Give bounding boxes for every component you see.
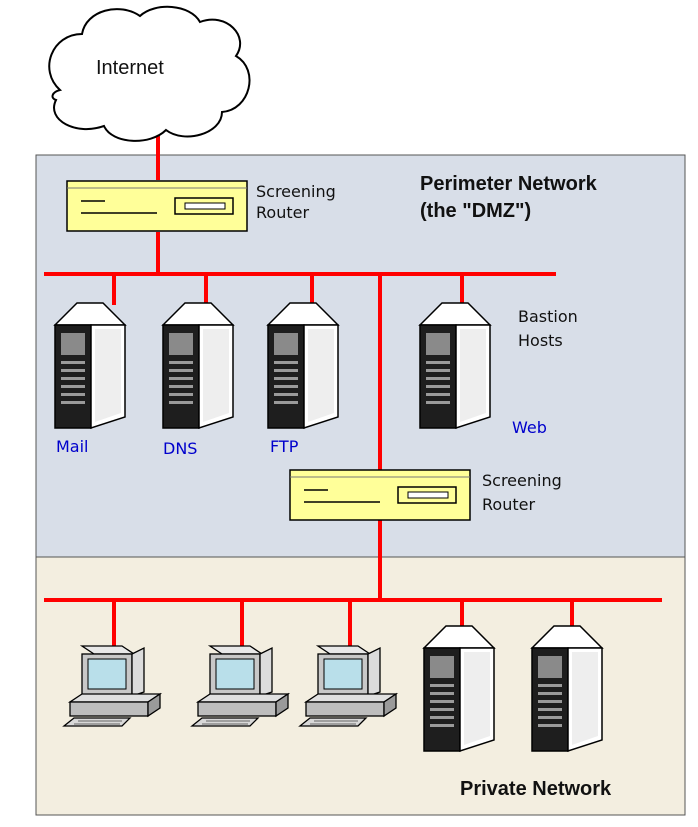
outer-screening-router	[66, 180, 248, 232]
server-label-dns: DNS	[163, 439, 197, 458]
bastion-hosts-label-line2: Hosts	[518, 331, 563, 350]
server-label-mail: Mail	[56, 437, 89, 456]
inner-router-label-line2: Router	[482, 495, 535, 514]
private-server-1	[423, 625, 495, 752]
internet-label: Internet	[96, 57, 164, 79]
web-server	[419, 302, 491, 429]
server-label-ftp: FTP	[270, 437, 299, 456]
dns-server	[162, 302, 234, 429]
internet-cloud	[48, 5, 251, 142]
mail-server	[54, 302, 126, 429]
perimeter-network-subtitle: (the "DMZ")	[420, 200, 531, 222]
private-server-2	[531, 625, 603, 752]
inner-screening-router	[289, 469, 471, 521]
bastion-hosts-label-line1: Bastion	[518, 307, 578, 326]
server-label-web: Web	[512, 418, 547, 437]
network-links	[44, 135, 662, 648]
perimeter-network-title: Perimeter Network	[420, 173, 598, 195]
inner-router-label-line1: Screening	[482, 471, 562, 490]
outer-router-label-line2: Router	[256, 203, 309, 222]
private-network-title: Private Network	[460, 778, 612, 800]
outer-router-label-line1: Screening	[256, 182, 336, 201]
ftp-server	[267, 302, 339, 429]
